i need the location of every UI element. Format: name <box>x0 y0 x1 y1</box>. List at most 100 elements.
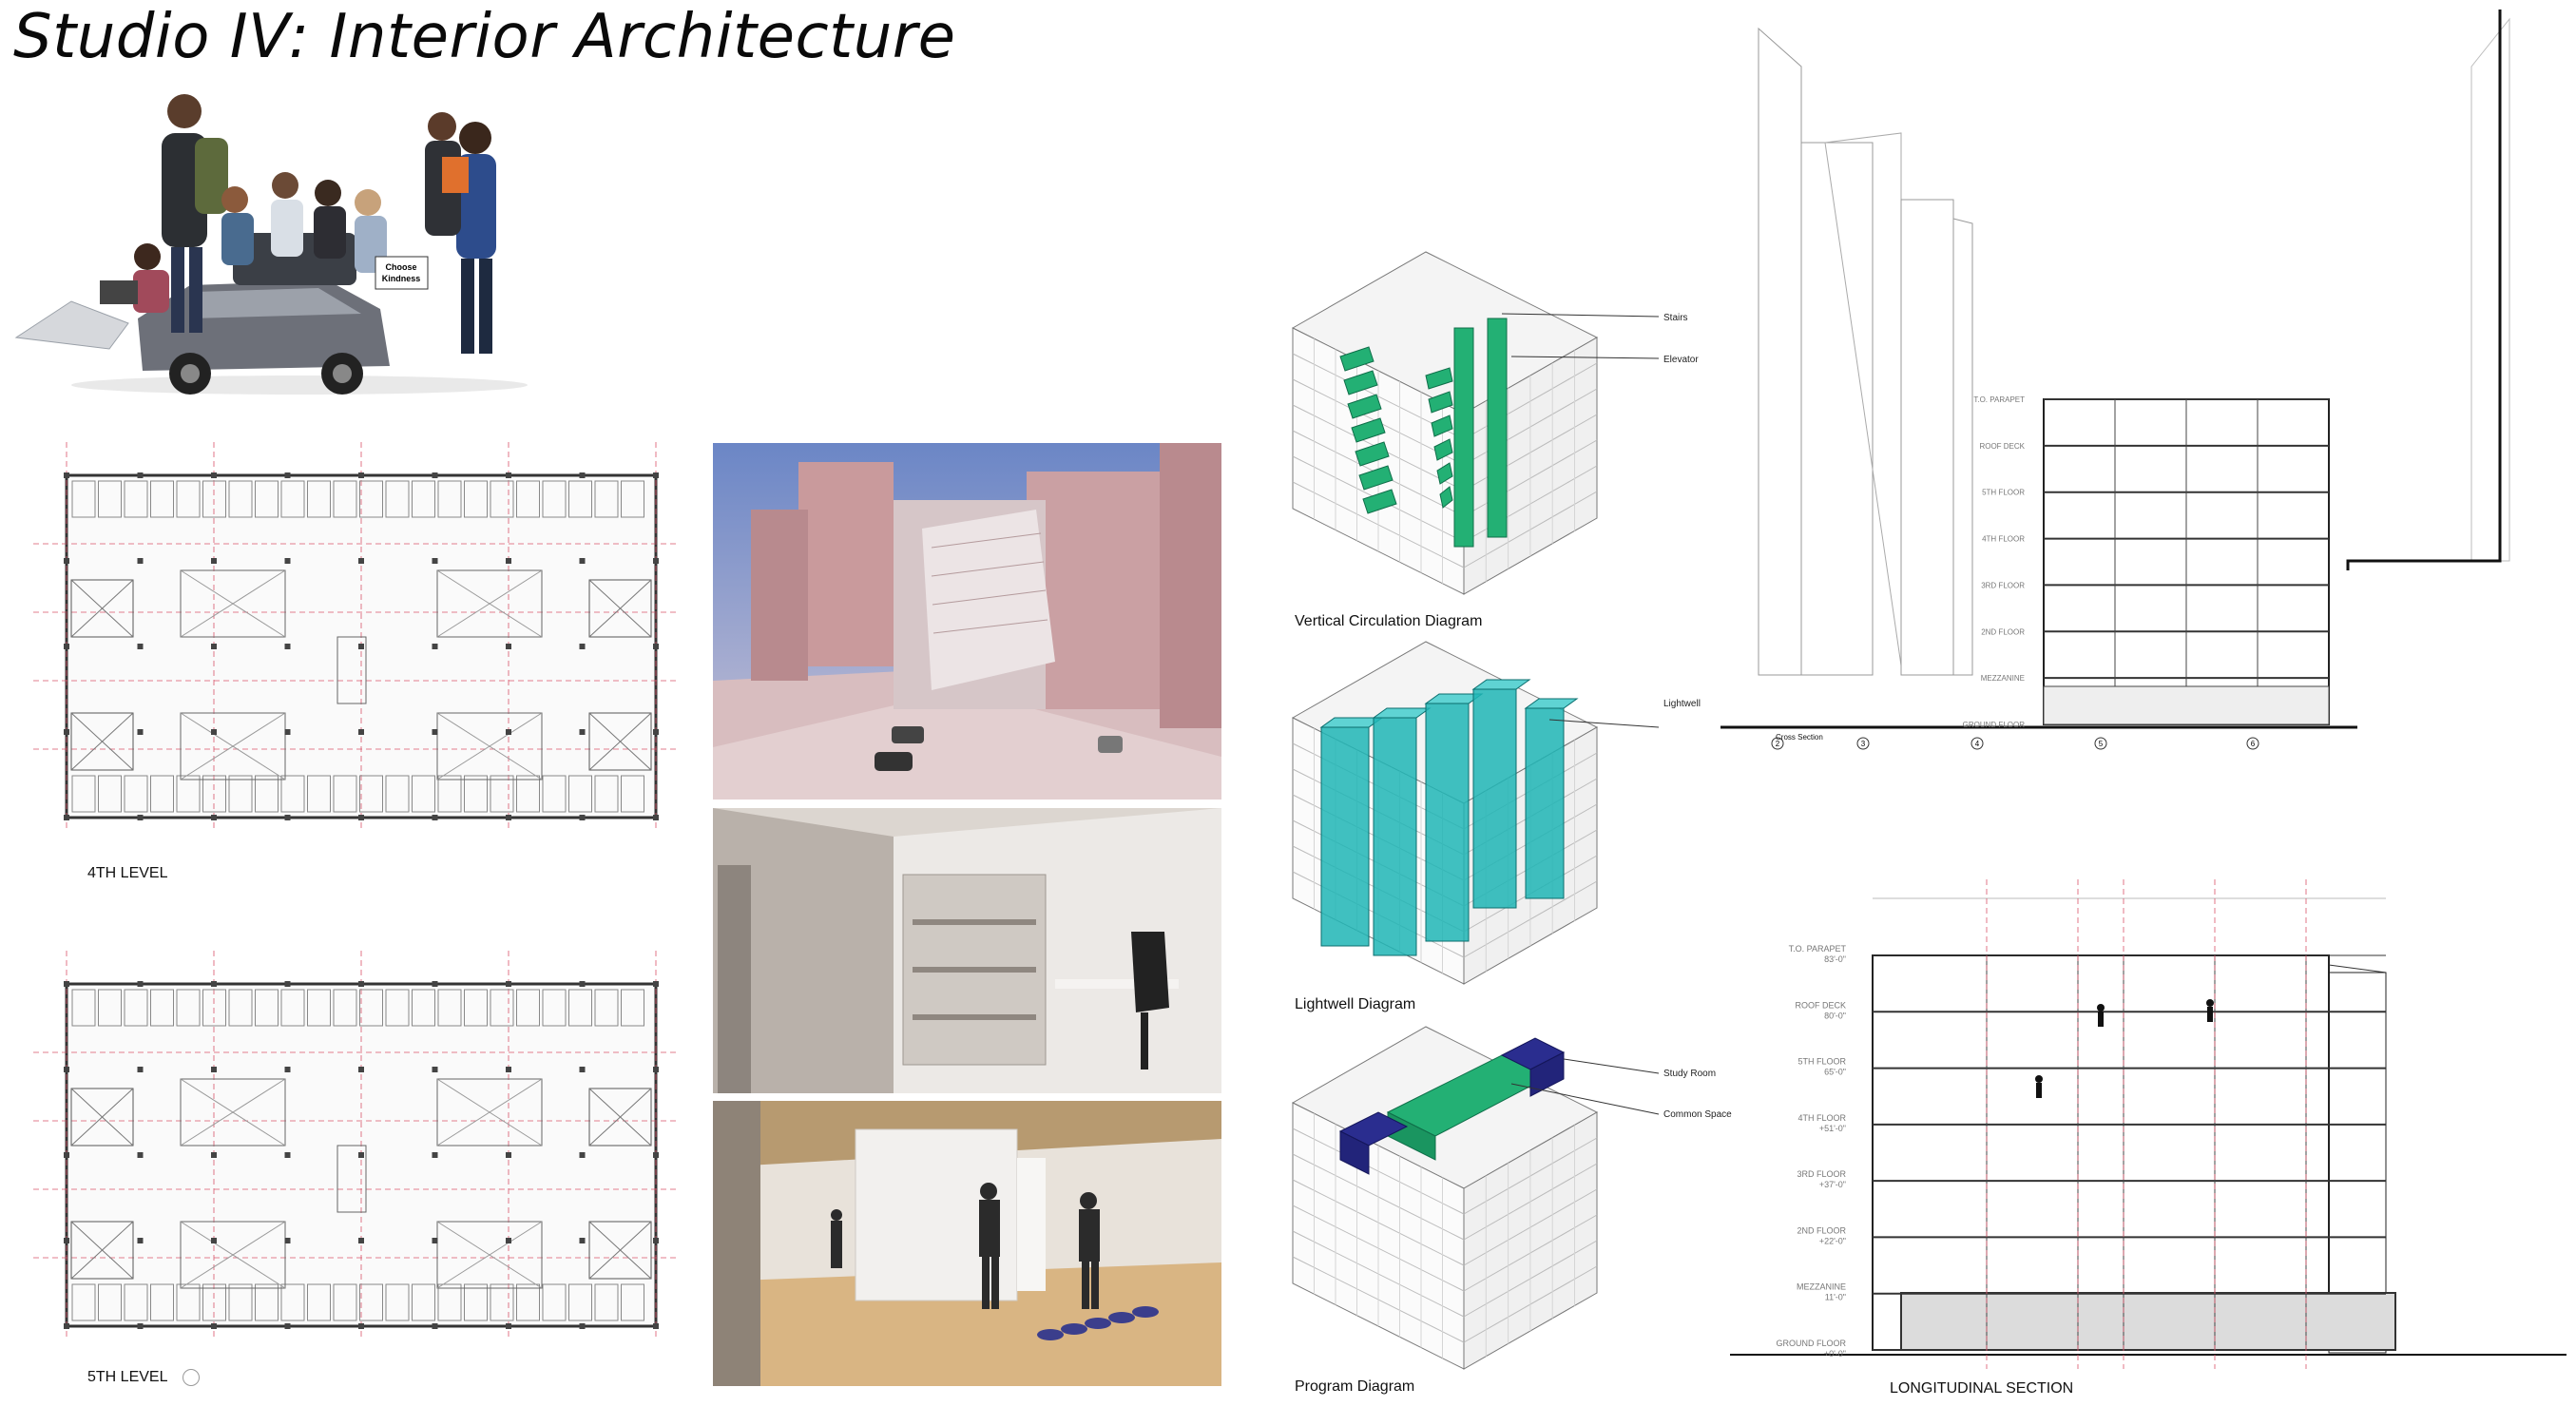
level-name: 3RD FLOOR <box>1797 1169 1846 1179</box>
room-cell <box>516 480 540 518</box>
stair-flight <box>1425 367 1453 390</box>
column <box>506 1152 511 1158</box>
interior-study-render <box>713 808 1221 1093</box>
room-cell <box>280 480 305 518</box>
longitudinal-section-caption: LONGITUDINAL SECTION <box>1890 1380 2074 1397</box>
room-cell <box>568 989 592 1027</box>
lightwell-diagonal <box>436 1221 543 1289</box>
room-cell <box>98 989 122 1027</box>
plan-4th-level-label: 4TH LEVEL <box>87 865 168 881</box>
central-table <box>336 1145 367 1213</box>
column <box>358 1323 364 1329</box>
room-cell <box>124 775 148 813</box>
stairs-label: Stairs <box>1663 313 1688 323</box>
program-diagram <box>1283 1017 1711 1378</box>
column <box>653 981 659 987</box>
column <box>137 1323 144 1329</box>
room-cell <box>568 1283 592 1321</box>
column <box>432 1067 438 1072</box>
floor-plan-5th-level <box>29 941 684 1350</box>
stair-flight <box>1362 489 1397 514</box>
room-cell <box>71 1283 96 1321</box>
column <box>211 1152 217 1158</box>
column <box>64 729 69 735</box>
column <box>432 558 438 564</box>
column <box>653 472 659 478</box>
column <box>284 981 291 987</box>
column <box>432 1152 438 1158</box>
core-diagonal <box>588 712 652 771</box>
column <box>211 729 217 735</box>
room-cell <box>280 1283 305 1321</box>
column <box>653 1067 659 1072</box>
level-label: MEZZANINE <box>1981 674 2025 683</box>
column <box>358 472 364 478</box>
level-label: 2ND FLOOR <box>1981 627 2025 636</box>
lightwell-diagonal <box>180 712 286 780</box>
level-name: GROUND FLOOR <box>1776 1339 1846 1348</box>
room-cell <box>255 480 279 518</box>
core-diagonal <box>588 1088 652 1147</box>
level-elevation: +22'-0" <box>1819 1236 1846 1245</box>
room-cell <box>280 989 305 1027</box>
grid-marker <box>1856 737 1870 750</box>
column <box>506 815 511 820</box>
building-massing <box>1291 1026 1599 1370</box>
stairs-leader <box>1501 313 1660 318</box>
room-cell <box>568 480 592 518</box>
room-cell <box>385 480 410 518</box>
level-elevation: 83'-0" <box>1824 954 1846 964</box>
room-cell <box>542 480 567 518</box>
core-box <box>70 1088 134 1147</box>
room-cell <box>490 989 514 1027</box>
column <box>653 729 659 735</box>
floor-plan-4th-level <box>29 433 684 841</box>
room-cell <box>437 775 462 813</box>
column <box>284 558 291 564</box>
roof-slope <box>2328 964 2387 973</box>
room-cell <box>621 1283 644 1321</box>
column <box>284 644 291 649</box>
room-cell <box>621 480 644 518</box>
cross-section-caption: Cross Section <box>1776 733 1823 742</box>
room-cell <box>464 989 488 1027</box>
room-cell <box>307 1283 331 1321</box>
level-name: 4TH FLOOR <box>1797 1113 1846 1123</box>
column <box>506 981 511 987</box>
room-cell <box>594 775 619 813</box>
room-cell <box>333 480 357 518</box>
interior-common-space-render <box>713 1101 1221 1386</box>
stair-flight <box>1439 486 1453 509</box>
room-cell <box>176 1283 201 1321</box>
column <box>653 558 659 564</box>
ground-floor <box>2043 685 2330 725</box>
site-boundary <box>2346 10 2502 570</box>
level-name: T.O. PARAPET <box>1789 944 1847 954</box>
column <box>653 1152 659 1158</box>
room-cell <box>359 775 383 813</box>
room-cell <box>333 989 357 1027</box>
lightwell-volume <box>1320 726 1370 947</box>
lightwell-diagonal <box>436 569 543 638</box>
stair-flight <box>1347 394 1382 419</box>
column <box>358 1152 364 1158</box>
program-caption: Program Diagram <box>1295 1378 1415 1395</box>
level-elevation: +0'-0" <box>1824 1349 1846 1359</box>
column <box>358 1238 364 1243</box>
column <box>506 1067 511 1072</box>
column <box>358 981 364 987</box>
ground-level-fill <box>1900 1292 2396 1351</box>
level-name: ROOF DECK <box>1795 1000 1846 1010</box>
study-room-side <box>1339 1130 1370 1175</box>
room-cell <box>150 1283 174 1321</box>
room-cell <box>516 989 540 1027</box>
neighbor-building <box>1824 132 1902 666</box>
level-name: 2ND FLOOR <box>1797 1225 1846 1235</box>
column <box>137 729 144 735</box>
stair-flight <box>1431 414 1453 437</box>
study-room-label: Study Room <box>1663 1069 1717 1079</box>
grid-marker <box>2094 737 2107 750</box>
room-cell <box>568 775 592 813</box>
room-cell <box>412 775 435 813</box>
